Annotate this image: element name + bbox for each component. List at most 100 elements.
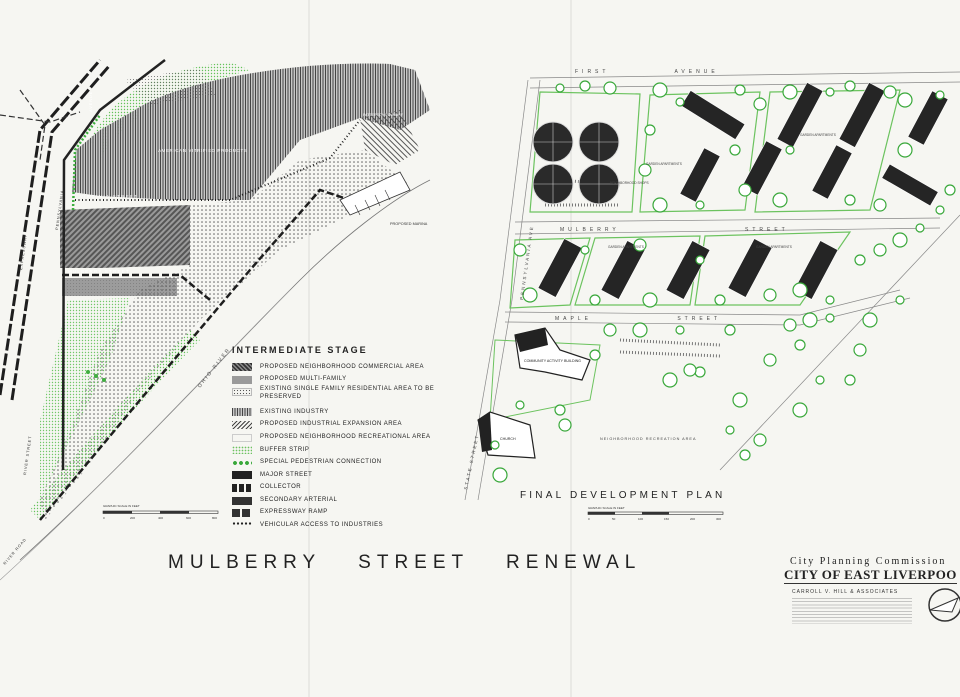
label-virginia-street: VIRGINIA STREET — [80, 194, 138, 199]
scale-bar — [160, 511, 189, 514]
apartment-building — [776, 82, 824, 148]
label-state-street: STATE STREET — [463, 434, 480, 491]
label-garden-apartments: GARDEN APARTMENTS — [756, 245, 792, 249]
legend-label: VEHICULAR ACCESS TO INDUSTRIES — [260, 522, 384, 529]
label-american-vitrified: AMERICAN VITRIFIED PRODUCTS — [158, 148, 247, 153]
tree — [694, 366, 706, 378]
tree — [825, 313, 835, 323]
commission-name: City Planning Commission — [790, 556, 947, 567]
tree — [794, 339, 806, 351]
tree — [652, 82, 668, 98]
tree — [724, 324, 736, 336]
marina — [339, 171, 411, 216]
tree — [732, 392, 748, 408]
label-proposed-marina: PROPOSED MARINA — [390, 222, 428, 226]
tree — [632, 322, 648, 338]
legend-item: PROPOSED NEIGHBORHOOD COMMERCIAL AREA — [232, 361, 462, 374]
street-edge — [514, 227, 941, 235]
tree — [944, 184, 956, 196]
tree — [738, 183, 752, 197]
street-edge — [464, 79, 529, 501]
tree — [675, 97, 685, 107]
label-garden-apartments: GARDEN APARTMENTS — [608, 245, 644, 249]
legend-item: EXPRESSWAY RAMP — [232, 507, 462, 520]
tree — [825, 87, 835, 97]
tree — [522, 287, 538, 303]
tree — [579, 80, 591, 92]
tree — [603, 323, 617, 337]
legend-item: VEHICULAR ACCESS TO INDUSTRIES — [232, 520, 462, 533]
label-recreation-area: NEIGHBORHOOD RECREATION AREA — [600, 437, 697, 441]
church — [477, 411, 536, 459]
tree — [897, 142, 913, 158]
scale-tick: 600 — [186, 516, 191, 520]
legend-label: EXPRESSWAY RAMP — [260, 509, 328, 516]
scale-tick: 400 — [158, 516, 163, 520]
north-arrow-icon — [928, 588, 960, 622]
apartment-building — [679, 147, 721, 203]
pedestrian-dot — [94, 374, 98, 378]
label-mulberry-street-left: MULBERRY STREET — [68, 269, 130, 274]
tree — [763, 288, 777, 302]
legend-title: INTERMEDIATE STAGE — [232, 345, 368, 355]
tree — [589, 349, 601, 361]
tree — [603, 81, 617, 95]
scale-tick: 150 — [664, 517, 669, 521]
tree — [862, 312, 878, 328]
tree — [785, 145, 795, 155]
tree — [895, 295, 905, 305]
street-edge — [719, 214, 960, 471]
tree — [515, 400, 525, 410]
apartment-building — [881, 163, 939, 207]
tree — [642, 292, 658, 308]
lawn — [574, 235, 701, 306]
tree — [734, 84, 746, 96]
tree — [589, 294, 601, 306]
label-maple-street: MAPLE STREET — [555, 316, 721, 322]
tree — [844, 194, 856, 206]
tree — [683, 363, 697, 377]
legend-item: BUFFER STRIP — [232, 444, 462, 457]
paper-fold — [570, 0, 572, 697]
tree — [644, 124, 656, 136]
scale-bar — [588, 512, 615, 515]
tree — [739, 449, 751, 461]
industrial-expansion-area — [360, 110, 420, 165]
legend-label: PROPOSED NEIGHBORHOOD COMMERCIAL AREA — [260, 363, 424, 370]
multi-family-swatch — [232, 375, 252, 384]
expressway-ramp — [19, 89, 46, 161]
tree — [854, 254, 866, 266]
buffer-swatch — [232, 446, 252, 455]
tree — [714, 294, 726, 306]
tree — [763, 353, 777, 367]
firm-name: CARROLL V. HILL & ASSOCIATES — [792, 589, 899, 595]
label-mulberry-street-right: MULBERRY STREET — [560, 227, 789, 233]
commercial-area — [60, 205, 190, 268]
legend-label: MAJOR STREET — [260, 471, 313, 478]
tree — [802, 312, 818, 328]
street-edge — [529, 81, 960, 89]
tree — [725, 425, 735, 435]
legend-label: PROPOSED NEIGHBORHOOD RECREATIONAL AREA — [260, 433, 431, 440]
major-street-swatch — [232, 471, 252, 480]
tree — [844, 80, 856, 92]
neighborhood-shops — [532, 121, 620, 205]
legend-item: PROPOSED INDUSTRIAL EXPANSION AREA — [232, 419, 462, 432]
label-patterson-foundry: PATTERSON FOUNDRY — [363, 113, 404, 117]
label-expressway: EXPRESSWAY — [19, 234, 28, 270]
tree — [782, 84, 798, 100]
tree — [695, 200, 705, 210]
apartment-building — [838, 82, 886, 148]
legend-label: BUFFER STRIP — [260, 446, 310, 453]
tree — [915, 223, 925, 233]
scale-tick: 300 — [716, 517, 721, 521]
tree — [753, 97, 767, 111]
apartment-building — [811, 144, 853, 200]
label-community-building: COMMUNITY ACTIVITY BUILDING — [524, 359, 581, 363]
tree — [873, 243, 887, 257]
tree — [883, 85, 897, 99]
commercial-swatch — [232, 363, 252, 372]
street-edge — [514, 217, 941, 223]
industry-swatch — [232, 408, 252, 417]
left-scale-label: GRAPHIC SCALE IN FEET — [103, 504, 140, 508]
